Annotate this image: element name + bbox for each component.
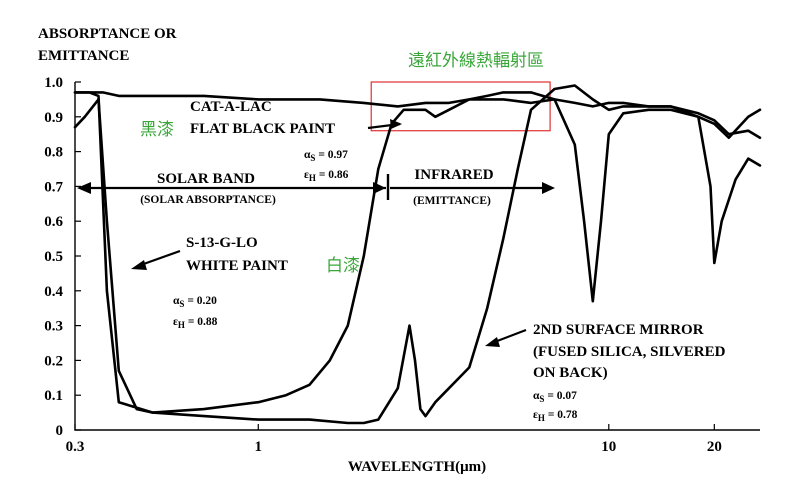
x-tick-label: 0.3	[66, 439, 85, 455]
white-paint-cn-label: 白漆	[326, 256, 360, 276]
black-eps: εH = 0.86	[304, 169, 349, 183]
white-alpha-symbol: α	[173, 295, 180, 307]
curves	[73, 84, 762, 425]
black-alpha-symbol: α	[304, 149, 311, 161]
solar-band-label: SOLAR BAND	[157, 171, 255, 187]
y-tick-label: 0.7	[44, 179, 63, 195]
black-eps-value: = 0.86	[316, 169, 349, 181]
mirror-alpha-sub: S	[539, 394, 544, 404]
infrared-label: INFRARED	[414, 167, 493, 183]
mirror-curve	[73, 84, 762, 425]
solar-band-arrowhead-right	[373, 182, 386, 194]
black-paint-cn-label: 黑漆	[140, 120, 174, 140]
y-axis-title-line1: ABSORPTANCE OR	[38, 26, 177, 42]
black-paint-name-line1: CAT-A-LAC	[190, 99, 272, 115]
y-tick-label: 0.8	[44, 145, 63, 161]
mirror-alpha-symbol: α	[533, 390, 540, 402]
x-tick-label: 10	[601, 439, 616, 455]
white-paint-curve	[73, 91, 762, 414]
white-paint-arrowhead	[131, 260, 147, 270]
white-paint-name-line2: WHITE PAINT	[186, 258, 288, 274]
y-tick-label: 0.6	[44, 214, 63, 230]
mirror-arrowhead	[485, 337, 500, 347]
white-eps-value: = 0.88	[185, 316, 218, 328]
white-paint-name-line1: S-13-G-LO	[186, 235, 258, 251]
black-eps-sub: H	[309, 173, 316, 183]
black-paint-arrowhead	[390, 119, 402, 129]
x-tick-label: 1	[255, 439, 263, 455]
mirror-eps-value: = 0.78	[545, 409, 578, 421]
y-tick-label: 0.4	[44, 284, 63, 300]
infrared-arrowhead	[542, 182, 555, 194]
x-tick-label: 20	[707, 439, 722, 455]
black-alpha-value: = 0.97	[315, 149, 348, 161]
mirror-name-line3: ON BACK)	[533, 365, 608, 381]
y-tick-label: 0.1	[44, 388, 63, 404]
white-alpha: αS = 0.20	[173, 295, 217, 309]
y-tick-label: 0.9	[44, 110, 63, 126]
x-axis-title: WAVELENGTH(μm)	[348, 459, 486, 475]
mirror-eps: εH = 0.78	[533, 409, 578, 423]
y-tick-label: 0.3	[44, 319, 63, 335]
y-tick-label: 0.5	[44, 249, 63, 265]
far-infrared-band-label: 遠紅外線熱輻射區	[408, 51, 544, 71]
mirror-eps-sub: H	[538, 413, 545, 423]
mirror-name-line1: 2ND SURFACE MIRROR	[533, 322, 704, 338]
mirror-alpha: αS = 0.07	[533, 390, 577, 404]
white-eps: εH = 0.88	[173, 316, 218, 330]
far-infrared-highlight-box	[370, 81, 551, 132]
solar-band-arrowhead-left	[77, 182, 91, 194]
y-tick-label: 0.2	[44, 353, 63, 369]
black-alpha-sub: S	[310, 153, 315, 163]
mirror-alpha-value: = 0.07	[544, 390, 577, 402]
x-ticks: 0.3 1 10 20	[66, 424, 722, 455]
white-alpha-sub: S	[179, 299, 184, 309]
black-paint-name-line2: FLAT BLACK PAINT	[190, 121, 335, 137]
y-ticks: 0 0.1 0.2 0.3 0.4 0.5 0.6 0.7 0.8 0.9 1.0	[44, 75, 81, 439]
white-eps-symbol: ε	[173, 316, 178, 328]
mirror-name-line2: (FUSED SILICA, SILVERED	[533, 344, 726, 360]
y-tick-label: 0	[56, 423, 64, 439]
solar-band-sublabel: (SOLAR ABSORPTANCE)	[140, 194, 276, 206]
y-axis-title-line2: EMITTANCE	[38, 48, 129, 64]
black-eps-symbol: ε	[304, 169, 309, 181]
y-tick-label: 1.0	[44, 75, 63, 91]
mirror-eps-symbol: ε	[533, 409, 538, 421]
black-alpha: αS = 0.97	[304, 149, 348, 163]
infrared-sublabel: (EMITTANCE)	[413, 195, 491, 207]
white-eps-sub: H	[178, 320, 185, 330]
black-paint-curve	[73, 91, 762, 139]
white-alpha-value: = 0.20	[184, 295, 217, 307]
